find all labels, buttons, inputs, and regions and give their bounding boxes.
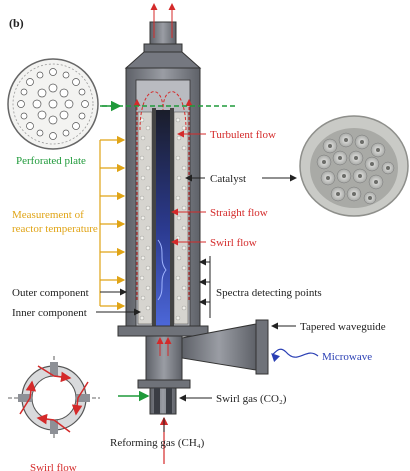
microwave-label: Microwave <box>322 351 372 363</box>
spectra-points-label: Spectra detecting points <box>216 287 322 299</box>
temperature-measurement-arrows <box>99 135 126 311</box>
measurement-label-line1: Measurement of <box>12 209 84 221</box>
internal-flow-lines <box>133 3 193 301</box>
turbulent-flow-label: Turbulent flow <box>210 129 276 141</box>
straight-flow-label: Straight flow <box>210 207 268 219</box>
catalyst-label: Catalyst <box>210 173 246 185</box>
catalyst-photo <box>299 115 409 217</box>
tapered-waveguide-label: Tapered waveguide <box>300 321 386 333</box>
perforated-plate <box>7 58 99 150</box>
swirl-flow-bottom-label: Swirl flow <box>30 462 77 471</box>
panel-label: (b) <box>9 16 24 30</box>
catalyst-pellets <box>139 117 187 321</box>
inner-component-label: Inner component <box>12 307 87 319</box>
microwave-wave <box>271 348 319 363</box>
spectra-points-arrows <box>199 256 211 318</box>
swirl-flow-label: Swirl flow <box>210 237 257 249</box>
reforming-gas-label: Reforming gas (CH₄) <box>110 437 205 449</box>
swirl-gas-label: Swirl gas (CO₂) <box>216 393 287 405</box>
outer-component-label: Outer component <box>12 287 89 299</box>
measurement-label-line2: reactor temperature <box>12 223 98 235</box>
perforated-plate-label: Perforated plate <box>16 155 86 167</box>
swirl-flow-schematic <box>8 356 100 440</box>
